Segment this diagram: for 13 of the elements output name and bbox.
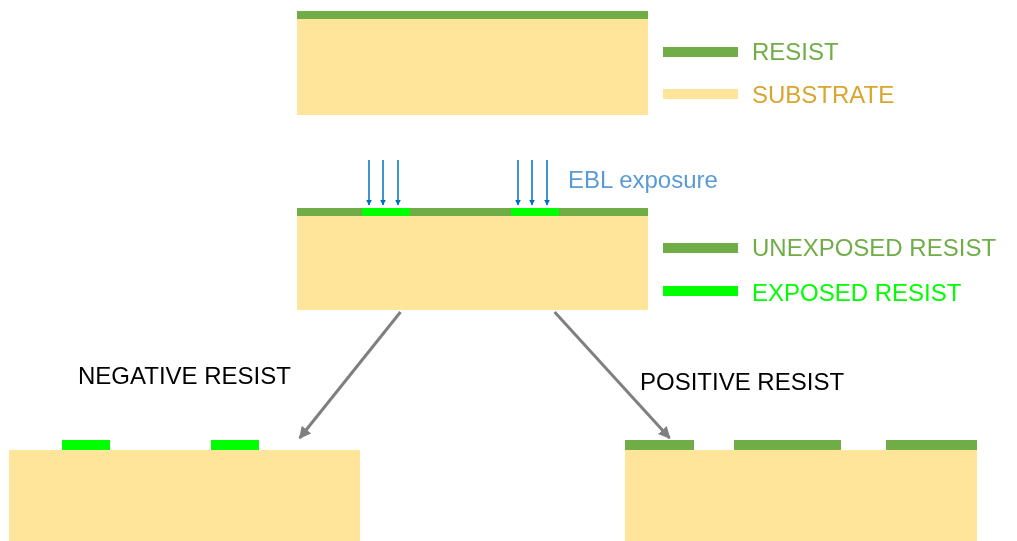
legend-label: RESIST <box>752 38 839 66</box>
cross-section-drawing <box>297 11 648 115</box>
legend-label: SUBSTRATE <box>752 81 895 109</box>
edge-label: NEGATIVE RESIST <box>78 362 291 390</box>
legend-label: EXPOSED RESIST <box>752 279 962 307</box>
edge-label: POSITIVE RESIST <box>640 368 845 396</box>
cross-section-drawing <box>625 440 977 541</box>
arrow <box>298 311 402 439</box>
arrow <box>553 311 671 439</box>
annotation-label: EBL exposure <box>568 166 718 194</box>
legend-label: UNEXPOSED RESIST <box>752 234 997 262</box>
cross-section-drawing <box>297 208 648 310</box>
cross-section-drawing <box>9 440 360 541</box>
